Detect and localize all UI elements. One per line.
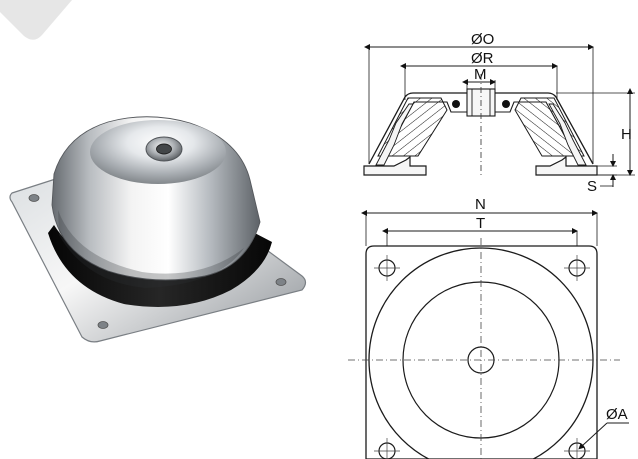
side-section-right-pin [502,100,510,108]
mount-photo-threaded-hole [156,143,172,155]
label-hole-spacing: T [476,215,485,232]
side-section-left-pin [452,100,460,108]
side-section-drawing: ØO ØR M H S [363,31,635,195]
top-view-drawing: N T ØA [348,196,629,459]
side-section-lower-left [375,103,414,166]
label-hole-diameter: ØA [606,406,628,423]
side-section-base-left [363,155,427,176]
mount-photo-dome-shadow [58,210,244,288]
label-rubber-diameter: ØR [471,50,494,67]
label-outer-diameter: ØO [471,31,494,48]
label-plate-thickness: S [587,178,597,195]
label-thread: M [474,66,487,83]
grey-corner-decoration [0,0,72,40]
label-height: H [621,126,632,143]
mount-photo-rubber [48,225,272,307]
top-view-plate [365,245,598,459]
mount-photo-plate-hole-4 [97,321,109,329]
side-section-base-right [535,155,598,176]
mount-photo-plate-hole-3 [275,278,287,286]
side-section-lower-right [548,103,587,166]
mount-photo [9,116,307,343]
hole-diameter-leader [578,422,608,450]
label-plate-width: N [475,196,486,213]
mount-photo-plate-hole-1 [28,194,40,202]
